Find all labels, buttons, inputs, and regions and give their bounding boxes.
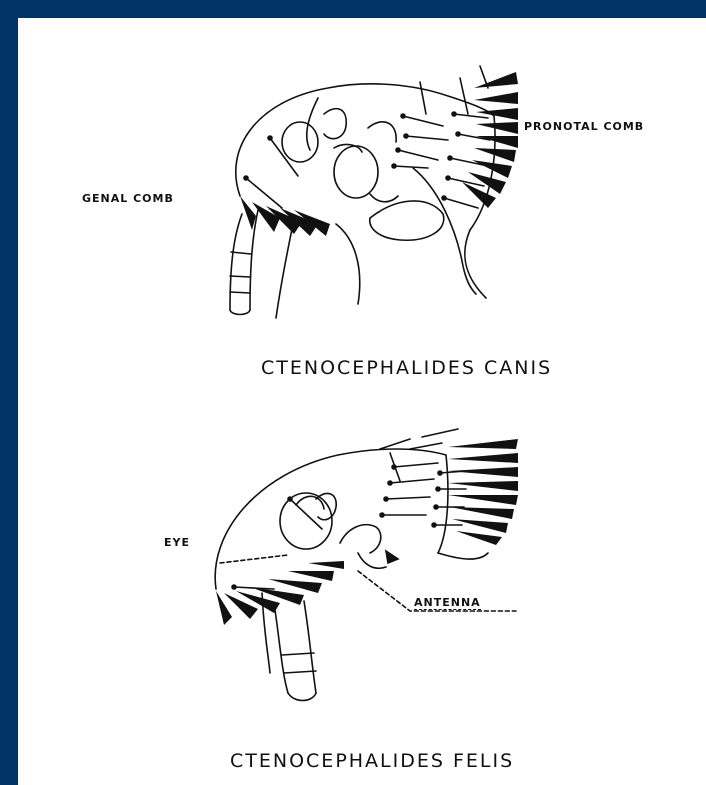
- flea-head-felis-drawing: [18, 403, 706, 743]
- label-antenna: ANTENNA: [414, 596, 481, 610]
- label-pronotal-comb: PRONOTAL COMB: [524, 120, 644, 133]
- diagram-panel: GENAL COMB PRONOTAL COMB CTENOCEPHALIDES…: [18, 18, 706, 785]
- label-genal-comb: GENAL COMB: [82, 192, 174, 205]
- genal-comb-canis: [240, 196, 330, 236]
- flea-head-canis-drawing: [18, 18, 706, 358]
- caption-canis: CTENOCEPHALIDES CANIS: [261, 357, 552, 379]
- caption-felis: CTENOCEPHALIDES FELIS: [230, 750, 514, 772]
- pronotal-comb-felis: [448, 439, 518, 545]
- label-eye: EYE: [164, 536, 190, 549]
- pronotal-comb-canis: [462, 72, 518, 208]
- genal-comb-felis: [216, 561, 344, 625]
